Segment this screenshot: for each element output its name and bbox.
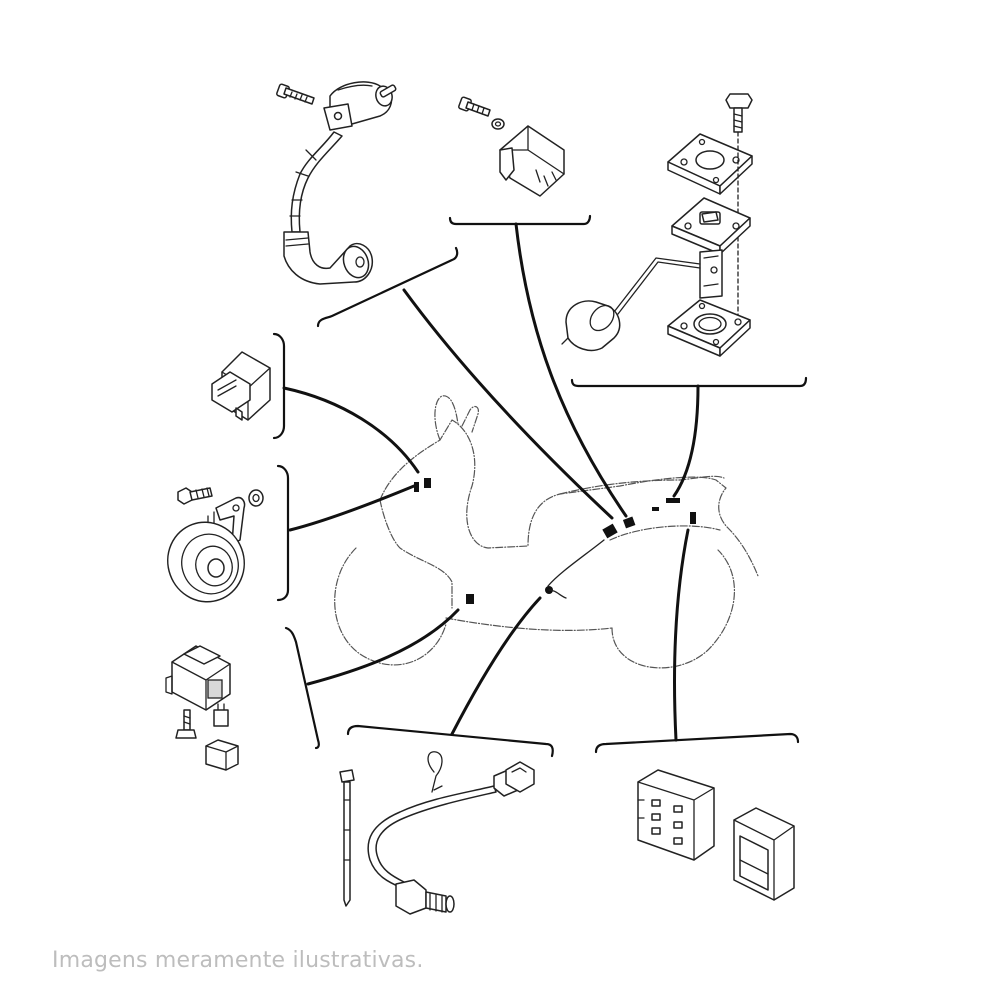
- rear-wheel-outline: [611, 549, 736, 669]
- sensor-wire-mark: [548, 589, 567, 599]
- cdi-washer: [491, 118, 505, 130]
- fuse-connector-mark: [690, 512, 696, 524]
- starter-relay: [165, 645, 239, 771]
- leader-fuse-box: [673, 528, 690, 742]
- relay-connector-mark-2: [414, 482, 419, 492]
- bracket-flasher-relay: [272, 332, 286, 440]
- leader-fuel-sender: [672, 384, 700, 498]
- sensor-connector: [505, 761, 535, 793]
- ignition-connector-mark: [602, 523, 618, 539]
- fuse-slot-5: [673, 821, 683, 829]
- part-brackets: [272, 214, 808, 758]
- front-lower-outline: [379, 499, 453, 609]
- bracket-starter-relay: [284, 626, 320, 750]
- leader-lines: [282, 222, 700, 742]
- neutral-switch-harness: [339, 751, 535, 915]
- bracket-ignition-coil: [316, 246, 459, 328]
- front-wheel-outline: [334, 547, 447, 666]
- coil-lead-wire: [290, 131, 343, 233]
- cdi-bracket: [499, 147, 515, 181]
- disclaimer-caption: Imagens meramente ilustrativas.: [52, 948, 424, 973]
- leader-horn: [288, 484, 416, 532]
- bracket-cdi-unit: [448, 214, 592, 226]
- coil-bolt-icon: [276, 83, 315, 105]
- fuel-sender-mark: [666, 498, 680, 503]
- bracket-neutral-switch: [346, 724, 554, 758]
- horn-bolt-icon: [177, 487, 213, 505]
- leader-neutral-switch: [450, 596, 542, 736]
- relay-pins: [235, 407, 243, 421]
- fuse-slot-4: [673, 805, 683, 813]
- starter-relay-bolt-icon: [175, 709, 197, 739]
- sender-float: [565, 300, 621, 352]
- front-fairing-outline: [379, 419, 759, 577]
- horn-connector-mark: [466, 594, 474, 604]
- fuse-box-body: [637, 769, 715, 861]
- relay-connector-mark: [424, 478, 431, 488]
- fuse-slot-6: [673, 837, 683, 845]
- leader-starter-relay: [306, 608, 460, 686]
- sensor-body: [395, 879, 427, 915]
- cable-tie-icon: [339, 769, 355, 907]
- fuse-slot-2: [651, 813, 661, 821]
- main-harness-wire: [547, 539, 605, 587]
- cdi-unit: [458, 96, 565, 197]
- wire-clamp-icon: [427, 751, 443, 793]
- fuel-sender-mark-2: [652, 507, 659, 511]
- ignition-coil: [276, 81, 397, 285]
- fuse-slot-1: [651, 799, 661, 807]
- leader-flasher-relay: [282, 386, 420, 474]
- fuel-level-sender: [561, 93, 753, 357]
- leader-cdi-unit: [514, 222, 628, 518]
- rear-body-outline: [609, 525, 721, 541]
- relay-socket: [211, 371, 251, 413]
- mirror-outline: [461, 405, 479, 433]
- fuse-slot-3: [651, 827, 661, 835]
- sensor-cable: [367, 785, 497, 889]
- seat-outline: [559, 475, 725, 495]
- coil-terminal: [379, 84, 397, 98]
- main-fuse-icon: [213, 703, 229, 727]
- cdi-connector-mark: [622, 516, 636, 529]
- flasher-relay: [211, 351, 271, 421]
- leader-ignition-coil: [402, 288, 614, 520]
- fuse-box: [637, 769, 795, 901]
- horn: [167, 487, 264, 603]
- cdi-bolt-icon: [458, 96, 491, 117]
- motorcycle-outline: [334, 395, 759, 669]
- sender-bolt-icon: [725, 93, 753, 133]
- bracket-horn: [276, 464, 290, 602]
- floorboard-outline: [445, 617, 613, 631]
- starter-relay-connector: [183, 645, 221, 665]
- sender-float-arm: [613, 257, 701, 313]
- bracket-fuel-sender: [570, 376, 808, 388]
- horn-washer: [248, 489, 264, 507]
- fuse-cap-icon: [205, 739, 239, 771]
- bracket-fuse-box: [594, 732, 800, 754]
- connection-marks: [414, 478, 696, 604]
- windscreen-outline: [434, 395, 459, 441]
